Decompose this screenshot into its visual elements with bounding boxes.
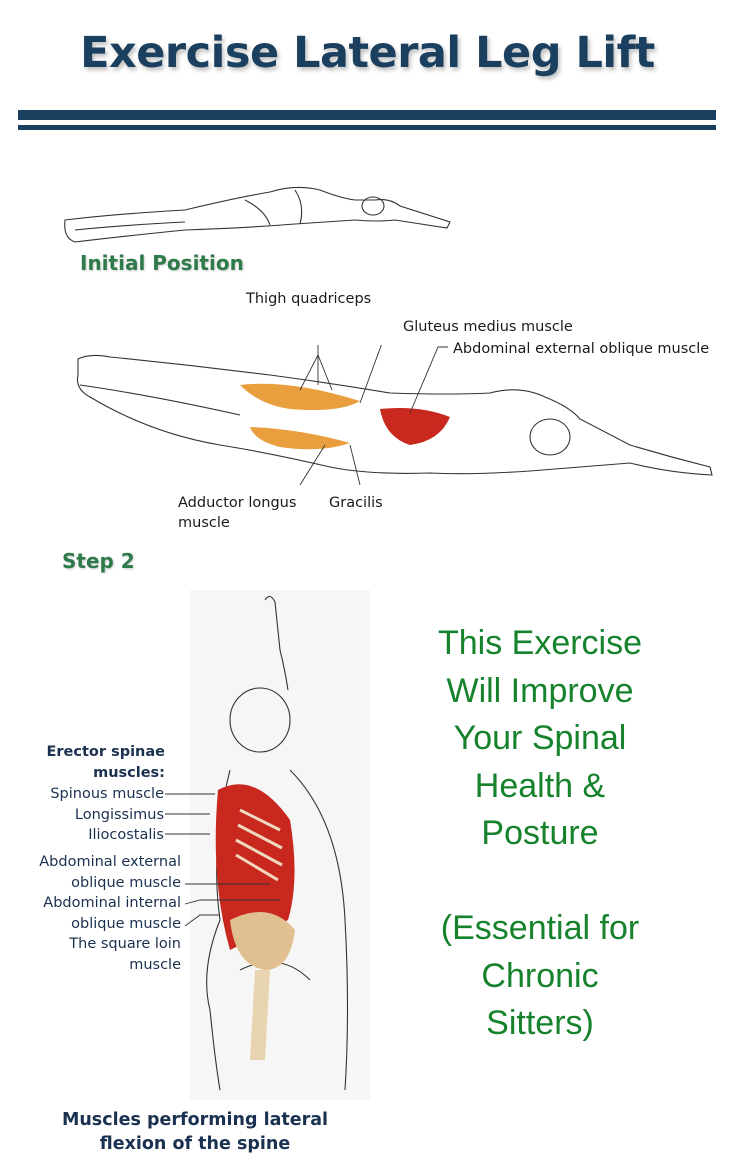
label-adductor-longus: Adductor longus muscle	[178, 493, 296, 533]
step-2-label: Step 2	[62, 549, 135, 573]
initial-position-label: Initial Position	[80, 251, 244, 275]
femur-bone	[250, 970, 270, 1060]
lateral-flexion-illustration	[190, 590, 370, 1100]
spine-label-list-2: Abdominal external oblique muscle Abdomi…	[1, 852, 181, 975]
label-thigh-quadriceps: Thigh quadriceps	[246, 291, 372, 307]
label-external-oblique-muscle: oblique muscle	[71, 874, 181, 891]
message-spacer	[400, 858, 680, 906]
label-longissimus: Longissimus	[74, 806, 164, 823]
message-line: Health &	[474, 766, 606, 805]
label-iliocostalis: Iliocostalis	[88, 827, 164, 843]
oblique-muscle	[380, 408, 450, 445]
label-internal-oblique-muscle: oblique muscle	[71, 915, 181, 932]
message-line: Your Spinal	[453, 719, 627, 757]
label-spinous-muscle: Spinous muscle	[50, 786, 164, 802]
label-abdominal-external: Abdominal external	[39, 854, 181, 870]
caption-line1: Muscles performing lateral	[61, 1110, 329, 1130]
message-line: This Exercise	[437, 624, 643, 662]
label-adductor-line2: muscle	[178, 515, 230, 531]
label-adductor-line1: Adductor longus	[178, 495, 297, 511]
divider-thin	[18, 125, 716, 130]
message-line: Will Improve	[446, 671, 634, 710]
label-square-loin-muscle: muscle	[129, 956, 181, 973]
page-title: Exercise Lateral Leg Lift	[80, 28, 655, 78]
message-line: Posture	[481, 814, 599, 852]
label-gracilis: Gracilis	[329, 495, 383, 511]
message-line: Chronic	[481, 956, 599, 995]
spine-figure-caption: Muscles performing lateral flexion of th…	[30, 1108, 360, 1156]
pelvis-bone	[230, 912, 295, 970]
message-line: (Essential for	[440, 909, 640, 947]
erector-spinae-heading: Erector spinae muscles:	[0, 742, 166, 783]
label-square-loin: The square loin	[69, 936, 181, 952]
label-abdominal-internal: Abdominal internal	[43, 895, 181, 911]
initial-position-illustration	[64, 186, 451, 243]
erector-heading-line2: muscles:	[93, 764, 165, 781]
leg-lift-illustration	[76, 345, 713, 486]
quadriceps-muscle	[240, 383, 360, 410]
spine-label-leader-lines	[165, 793, 280, 927]
caption-line2: flexion of the spine	[99, 1134, 291, 1154]
spine-label-list: Spinous muscle Longissimus Iliocostalis	[0, 784, 164, 846]
label-abdominal-external-oblique: Abdominal external oblique muscle	[453, 341, 710, 357]
label-gluteus-medius: Gluteus medius muscle	[403, 319, 573, 335]
benefit-message: This Exercise Will Improve Your Spinal H…	[400, 620, 680, 1048]
divider-thick	[18, 110, 716, 120]
adductor-muscle	[250, 427, 350, 450]
message-line: Sitters)	[486, 1004, 594, 1042]
erector-heading-line1: Erector spinae	[46, 744, 166, 760]
